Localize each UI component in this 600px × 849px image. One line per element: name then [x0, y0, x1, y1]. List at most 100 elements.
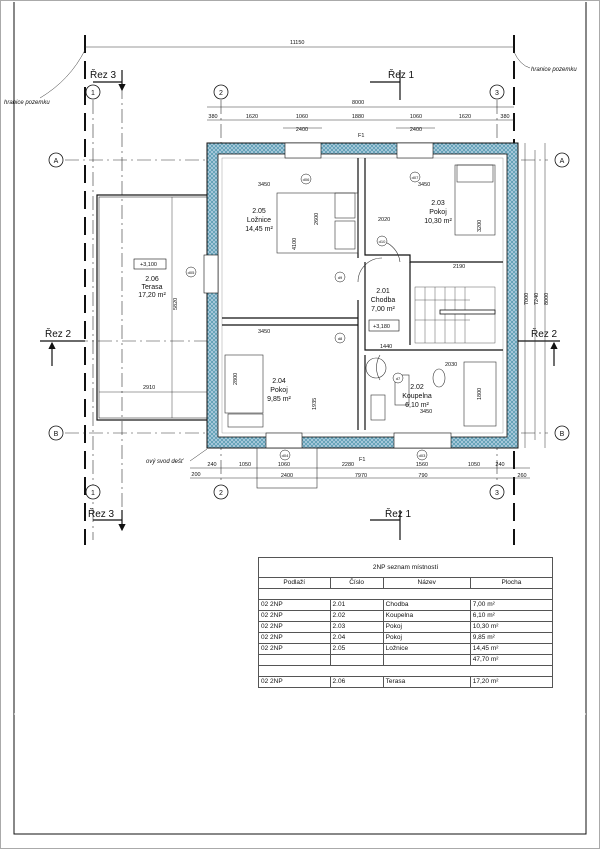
dim-right: 7240	[534, 293, 540, 305]
dim-terrace-length: 5820	[173, 298, 179, 310]
dim-interior: 2030	[445, 362, 457, 368]
boundary-label-left: hranice pozemku	[4, 100, 50, 106]
room-schedule-table: 2NP seznam místností Podlaží Číslo Název…	[258, 557, 554, 688]
grid-bubbles	[48, 84, 570, 500]
grid-b-right: B	[560, 431, 565, 438]
grid-3-top: 3	[495, 90, 499, 97]
dim-bottom: 2400	[281, 473, 293, 479]
grid-2-top: 2	[219, 90, 223, 97]
dim-bottom: 1050	[239, 462, 251, 468]
section-rez1-top: Řez 1	[388, 68, 415, 81]
dim-top: 380	[208, 114, 217, 120]
dim-interior: 1800	[477, 388, 483, 400]
section-markers	[40, 70, 560, 540]
tag: d04	[282, 453, 289, 458]
dim-interior: 3450	[258, 329, 270, 335]
dim-right: 8000	[544, 293, 550, 305]
grid-1-bottom: 1	[91, 490, 95, 497]
level-tag-floor	[368, 319, 400, 332]
dim-interior: 1440	[380, 344, 392, 350]
staircase	[414, 286, 496, 344]
dim-bottom: 7970	[355, 473, 367, 479]
tag: d07	[412, 175, 419, 180]
dim-building: 8000	[352, 100, 364, 106]
room-num-pokoj-204: 2.04	[272, 378, 286, 385]
dim-bottom: 240	[495, 462, 504, 468]
tag: d05	[188, 270, 195, 275]
room-num-terasa: 2.06	[145, 276, 159, 283]
room-name-pokoj-203: Pokoj	[429, 209, 447, 216]
top-dimensions	[207, 106, 514, 129]
dim-bottom: 200	[191, 472, 200, 478]
dim-overall: 11150	[290, 40, 304, 46]
col-header: Podlaží	[258, 577, 331, 589]
f1-label-bottom: F1	[359, 457, 365, 463]
dim-bottom: 2280	[342, 462, 354, 468]
sheet-frame	[13, 2, 587, 835]
col-header: Název	[382, 577, 471, 589]
room-area-pokoj-204: 9,85 m²	[267, 396, 291, 403]
level-floor: +3,180	[373, 324, 390, 330]
dim-interior: 2600	[314, 213, 320, 225]
section-rez2-right: Řez 2	[531, 327, 558, 340]
exterior-walls	[206, 142, 519, 449]
section-rez3-top: Řez 3	[90, 68, 117, 81]
schedule-header-row: Podlaží Číslo Název Plocha	[258, 577, 554, 589]
dim-top: 380	[500, 114, 509, 120]
room-area-terasa: 17,20 m²	[138, 292, 166, 299]
grid-a-left: A	[54, 158, 59, 165]
section-rez1-bottom: Řez 1	[385, 507, 412, 520]
grid-1-top: 1	[91, 90, 95, 97]
total-area: 47,70 m²	[469, 654, 554, 666]
room-num-koupelna: 2.02	[410, 384, 424, 391]
room-name-terasa: Terasa	[141, 284, 162, 291]
right-dimensions	[524, 143, 546, 448]
section-rez2-left: Řez 2	[45, 327, 72, 340]
total-row: 47,70 m²	[258, 654, 554, 666]
room-name-pokoj-204: Pokoj	[270, 387, 288, 394]
dim-top: 1620	[246, 114, 258, 120]
dim-top: 2400	[410, 127, 422, 133]
dim-top: 1880	[352, 114, 364, 120]
dim-interior: 3450	[420, 409, 432, 415]
col-header: Plocha	[469, 577, 554, 589]
tag: d06	[303, 177, 310, 182]
dim-bottom: 790	[418, 473, 427, 479]
tag: d7	[396, 376, 401, 381]
dim-interior: 3450	[418, 182, 430, 188]
room-name-koupelna: Koupelna	[402, 393, 432, 400]
dim-bottom: 1050	[468, 462, 480, 468]
room-area-pokoj-203: 10,30 m²	[424, 218, 452, 225]
boundary-label-right: hranice pozemku	[531, 67, 577, 73]
tag: d10	[379, 239, 386, 244]
tag: d03	[419, 453, 426, 458]
grid-b-left: B	[54, 431, 59, 438]
col-header: Číslo	[329, 577, 384, 589]
dim-bottom: 1060	[278, 462, 290, 468]
dim-interior: 4100	[292, 238, 298, 250]
room-area-koupelna: 6,10 m²	[405, 402, 429, 409]
door-tags	[185, 171, 428, 461]
grid-2-bottom: 2	[219, 490, 223, 497]
dim-interior: 2020	[378, 217, 390, 223]
room-area-loznice: 14,45 m²	[245, 226, 273, 233]
tag: d9	[338, 275, 343, 280]
level-tag-terrace	[133, 258, 167, 270]
tag: d8	[338, 336, 343, 341]
dim-right: 7000	[524, 293, 530, 305]
dim-top: 2400	[296, 127, 308, 133]
f1-label-top: F1	[358, 133, 364, 139]
room-num-chodba: 2.01	[376, 288, 390, 295]
grid-3-bottom: 3	[495, 490, 499, 497]
room-name-loznice: Ložnice	[247, 217, 271, 224]
windows	[203, 142, 452, 449]
grid-a-right: A	[560, 158, 565, 165]
dim-terrace-width: 2910	[143, 385, 155, 391]
dim-interior: 2190	[453, 264, 465, 270]
section-rez3-bottom: Řez 3	[88, 507, 115, 520]
